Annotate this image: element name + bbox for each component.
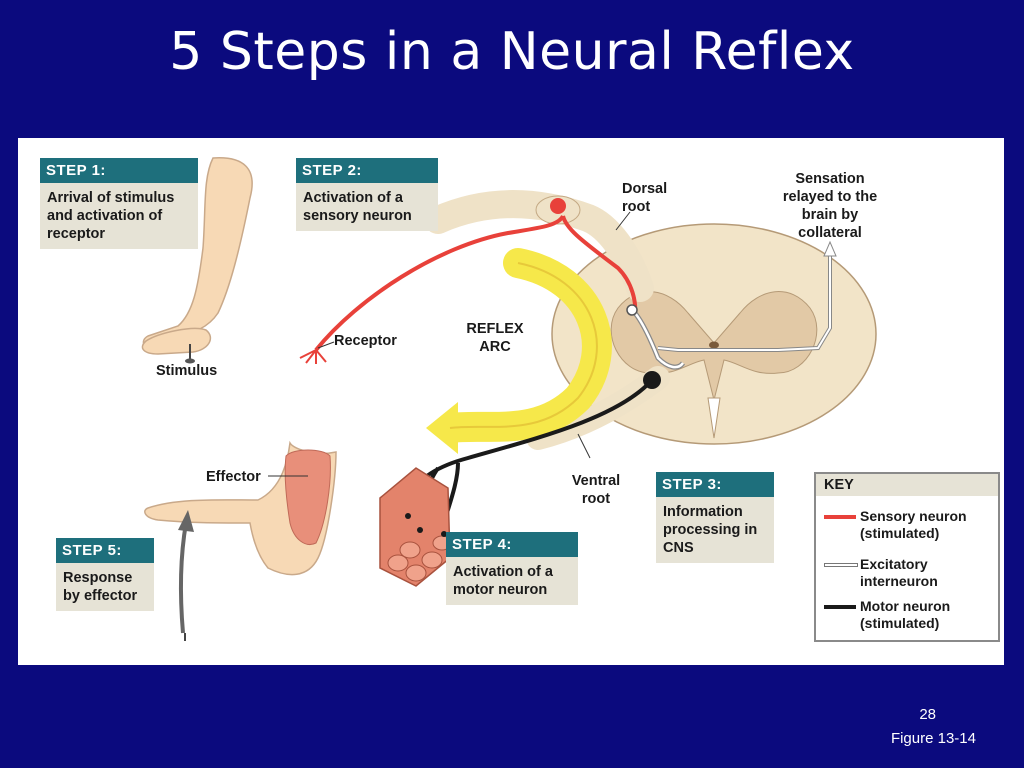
slide-title: 5 Steps in a Neural Reflex [169, 22, 855, 82]
ventral-root-pointer [577, 433, 591, 459]
step-1-header: STEP 1: [40, 158, 198, 183]
dorsal-root-pointer [615, 211, 631, 231]
step-3-text: Information processing in CNS [663, 504, 758, 556]
sensory-line-icon [824, 515, 856, 519]
key-item-interneuron: Excitatory interneuron [824, 556, 994, 592]
key-title: KEY [816, 474, 998, 496]
central-canal [709, 341, 719, 349]
step-3-box: STEP 3: Information processing in CNS [656, 472, 774, 563]
step-1-box: STEP 1: Arrival of stimulus and activati… [40, 158, 198, 249]
ventral-root-label: Ventral root [571, 473, 621, 507]
page-number: 28 [919, 706, 936, 723]
step-5-header: STEP 5: [56, 538, 154, 563]
step-1-text: Arrival of stimulus and activation of re… [47, 190, 175, 242]
figure-label: Figure 13-14 [890, 730, 976, 747]
anterior-fissure [707, 397, 721, 439]
stimulus-tack-icon [185, 344, 195, 364]
figure-panel: STEP 1: Arrival of stimulus and activati… [18, 138, 1004, 665]
step-2-box: STEP 2: Activation of a sensory neuron [296, 158, 438, 231]
dorsal-root-label: Dorsal root [622, 181, 668, 215]
stimulus-label: Stimulus [156, 363, 218, 379]
interneuron-line-icon [824, 563, 858, 567]
step-4-box: STEP 4: Activation of a motor neuron [446, 532, 578, 605]
step-2-header: STEP 2: [296, 158, 438, 183]
skeletal-muscle-bundle [379, 467, 452, 587]
step-2-text: Activation of a sensory neuron [303, 190, 412, 224]
step-4-header: STEP 4: [446, 532, 578, 557]
step-5-text: Response by effector [63, 570, 138, 604]
step-3-header: STEP 3: [656, 472, 774, 497]
upper-hand [141, 327, 212, 355]
key-item-motor: Motor neuron (stimulated) [824, 598, 994, 634]
key-legend: KEY Sensory neuron (stimulated) Excitato… [814, 472, 1000, 642]
step-5-box: STEP 5: Response by effector [56, 538, 154, 611]
motion-arrow-icon [178, 510, 194, 641]
key-item-sensory: Sensory neuron (stimulated) [824, 508, 994, 544]
sensory-neuron [299, 198, 638, 364]
reflex-arc-label: REFLEX ARC [466, 321, 524, 355]
receptor-label: Receptor [334, 333, 397, 349]
receptor-pointer [317, 341, 335, 349]
step-4-text: Activation of a motor neuron [453, 564, 553, 598]
reflex-diagram [141, 157, 877, 641]
reflex-arc-arrow [426, 248, 612, 454]
interneuron [626, 240, 837, 370]
dorsal-root [424, 190, 654, 302]
sensation-label: Sensation relayed to the brain by collat… [782, 171, 878, 241]
motor-line-icon [824, 605, 856, 609]
effector-muscle [284, 449, 331, 545]
effector-label: Effector [206, 469, 261, 485]
